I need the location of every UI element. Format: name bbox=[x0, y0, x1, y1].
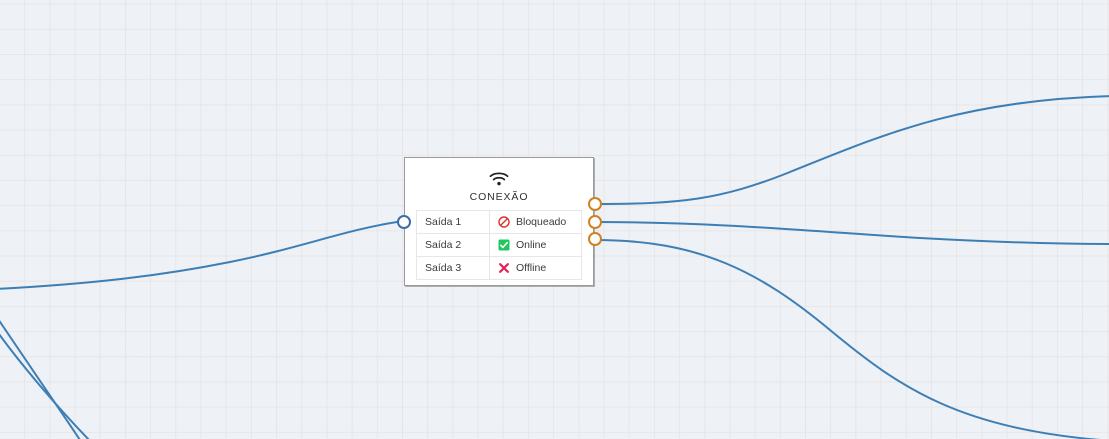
port-input-1[interactable] bbox=[397, 215, 411, 229]
edge-output-top[interactable] bbox=[594, 95, 1109, 205]
status-label: Bloqueado bbox=[516, 215, 567, 228]
port-output-3[interactable] bbox=[588, 232, 602, 246]
wifi-icon bbox=[488, 171, 510, 187]
port-output-1[interactable] bbox=[588, 197, 602, 211]
edge-output-bottom[interactable] bbox=[594, 239, 1109, 439]
blocked-icon bbox=[498, 216, 510, 228]
x-mark-icon bbox=[498, 262, 510, 274]
row-label: Saída 3 bbox=[416, 256, 490, 280]
table-row[interactable]: Saída 1 Bloqueado bbox=[416, 210, 582, 234]
node-card-conexao[interactable]: CONEXÃO Saída 1 Bloqueado bbox=[404, 157, 594, 286]
outputs-status-table: Saída 1 Bloqueado bbox=[416, 210, 582, 280]
table-row[interactable]: Saída 3 Offline bbox=[416, 256, 582, 280]
edge-input-lower-a[interactable] bbox=[0, 316, 82, 439]
row-status: Bloqueado bbox=[489, 210, 582, 234]
edge-input-main[interactable] bbox=[0, 221, 398, 290]
row-label: Saída 1 bbox=[416, 210, 490, 234]
status-label: Online bbox=[516, 238, 547, 251]
row-status: Offline bbox=[489, 256, 582, 280]
row-status: Online bbox=[489, 233, 582, 257]
node-title: CONEXÃO bbox=[469, 191, 529, 203]
port-output-2[interactable] bbox=[588, 215, 602, 229]
check-box-icon bbox=[498, 239, 510, 251]
status-label: Offline bbox=[516, 261, 547, 274]
row-label: Saída 2 bbox=[416, 233, 490, 257]
table-row[interactable]: Saída 2 Online bbox=[416, 233, 582, 257]
edge-output-middle[interactable] bbox=[594, 221, 1109, 245]
edge-input-lower-b[interactable] bbox=[0, 330, 92, 439]
